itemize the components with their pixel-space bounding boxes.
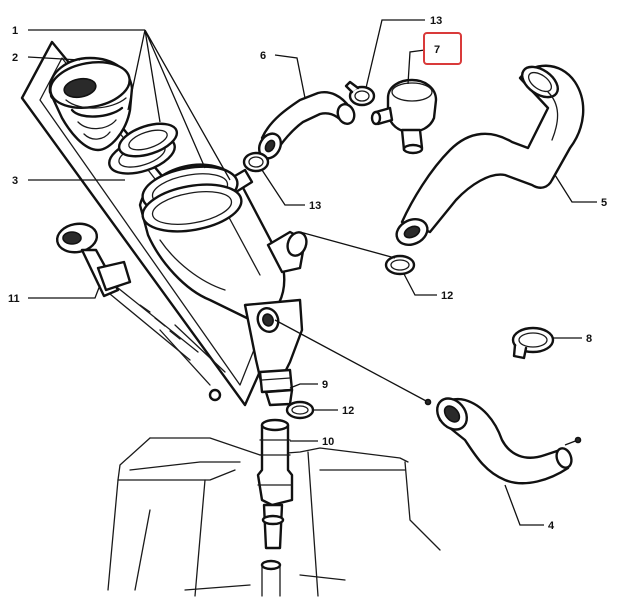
hose-clamp-12-upper [384, 254, 416, 276]
callout-5: 5 [601, 197, 607, 209]
clip-clamp-lower [264, 388, 315, 420]
callout-9: 9 [322, 379, 328, 391]
callout-12-upper: 12 [441, 290, 453, 302]
hose-4 [436, 397, 573, 485]
hose-clamp-8 [511, 326, 555, 360]
callout-3: 3 [12, 175, 18, 187]
hose-6 [257, 91, 356, 160]
engine-block [107, 437, 441, 597]
callout-11: 11 [8, 293, 20, 305]
callout-13-upper: 13 [430, 15, 442, 27]
callout-4: 4 [548, 520, 555, 532]
callout-8: 8 [586, 333, 592, 345]
check-valve [370, 78, 438, 155]
hose-5 [395, 64, 585, 247]
leader-lines [27, 19, 597, 526]
callout-highlight-box [423, 32, 462, 65]
callout-2: 2 [12, 52, 18, 64]
callout-labels: 1 2 3 4 5 6 7 8 9 10 11 12 12 13 13 [8, 15, 607, 532]
housing-o-rings [141, 165, 243, 233]
assembly-lines [274, 231, 582, 446]
callout-7: 7 [434, 44, 440, 56]
callout-13-lower: 13 [309, 200, 321, 212]
seal-ring [108, 122, 179, 175]
connector-pipe [256, 418, 294, 597]
expansion-cap [48, 56, 134, 152]
sensor-bolt [55, 222, 199, 361]
callout-10: 10 [322, 436, 334, 448]
callout-1: 1 [12, 25, 18, 37]
callout-12-lower: 12 [342, 405, 354, 417]
hose-clamp-13-lower [242, 151, 270, 173]
callout-6: 6 [260, 50, 266, 62]
hose-clamp-13-upper [344, 80, 376, 107]
